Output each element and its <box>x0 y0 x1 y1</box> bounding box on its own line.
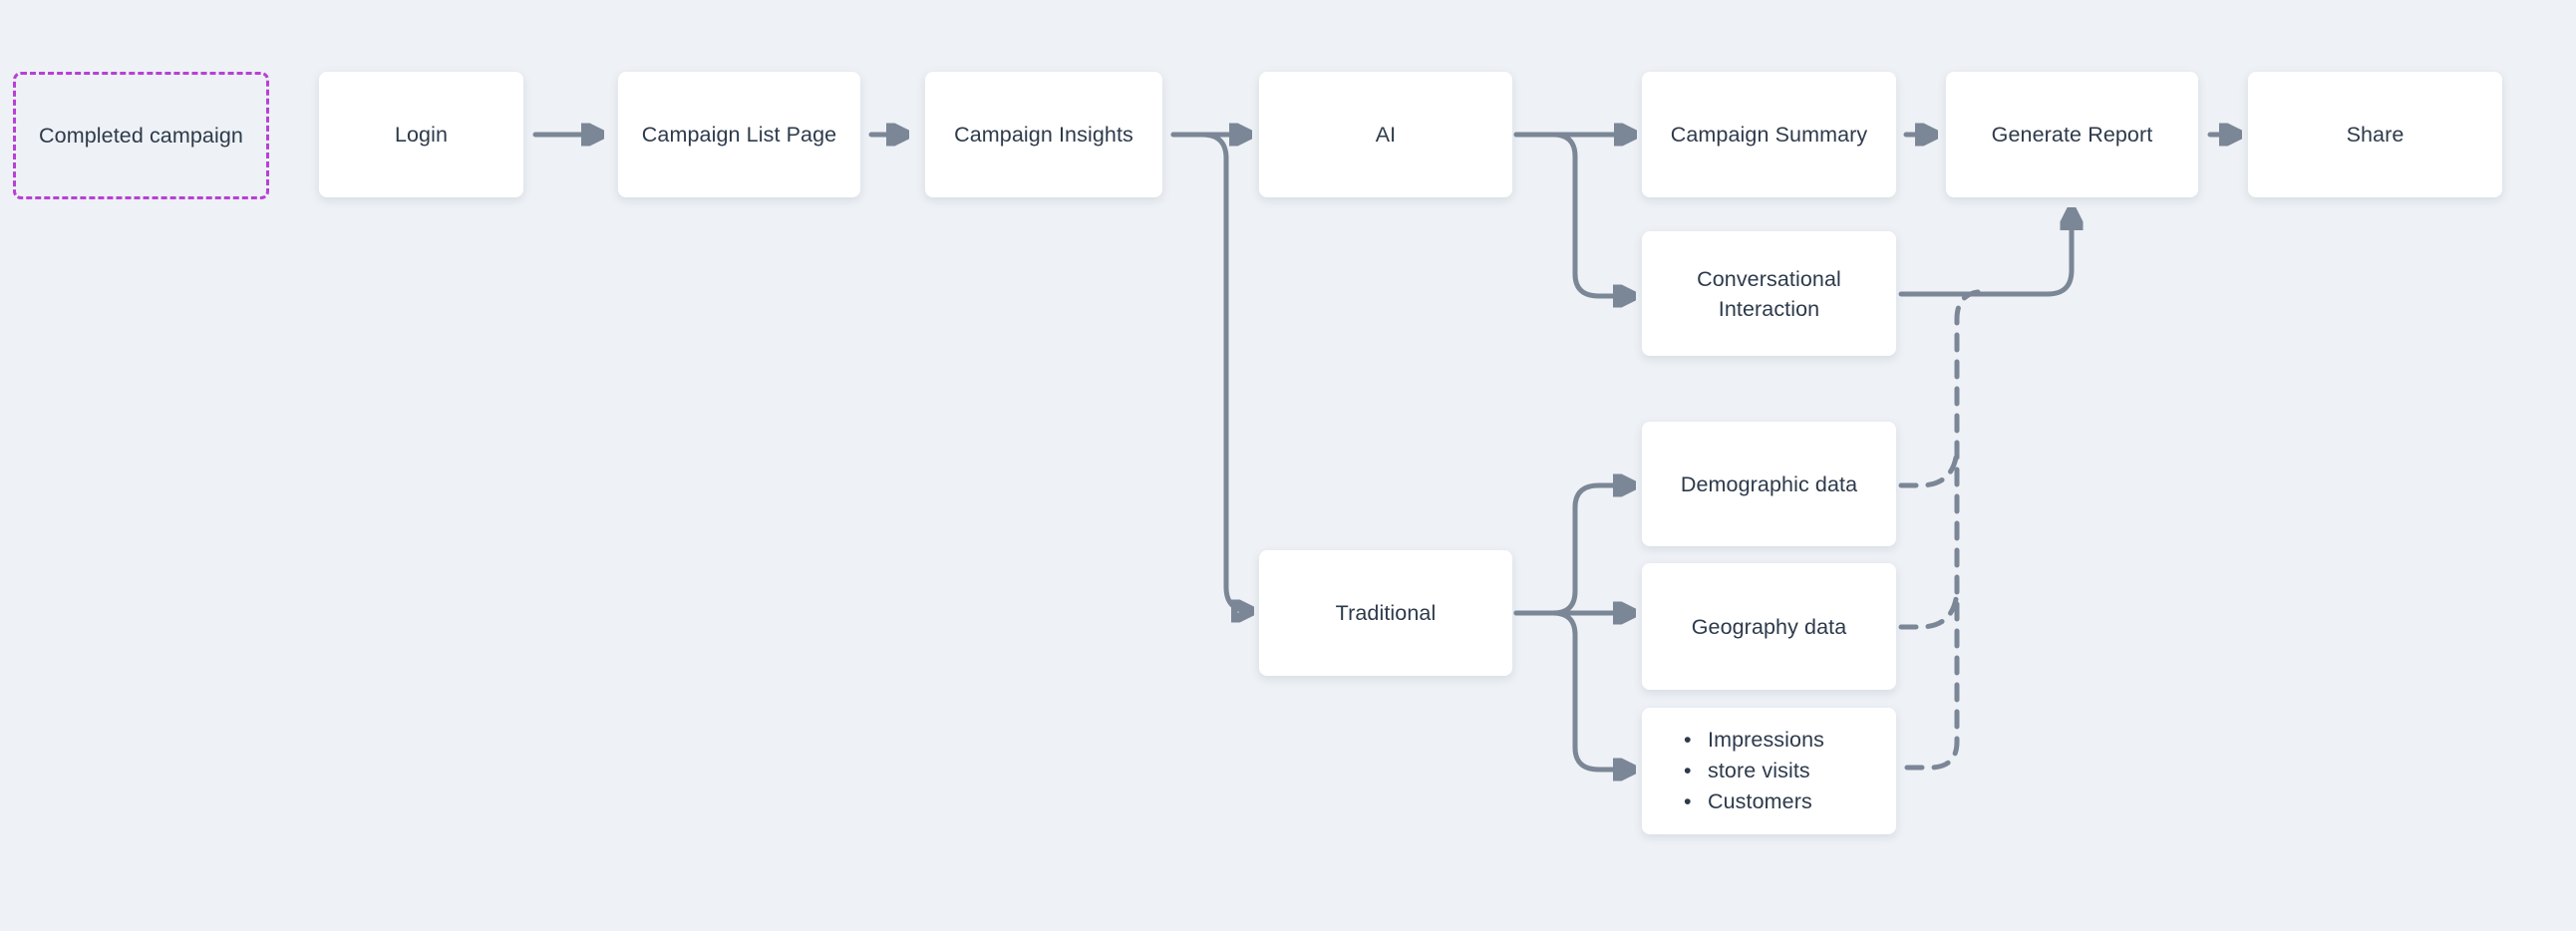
node-label: Geography data <box>1691 614 1847 639</box>
bullet-item: Customers <box>1684 786 1824 817</box>
node-share[interactable]: Share <box>2248 72 2502 197</box>
node-label: Campaign Insights <box>954 123 1133 147</box>
connector-dashed-spine-to-generate-report <box>1898 289 1981 771</box>
node-conversational-interaction[interactable]: Conversational Interaction <box>1642 231 1896 356</box>
node-impressions-list[interactable]: Impressions store visits Customers <box>1642 708 1896 834</box>
connector-conversational-to-generate-report <box>1898 211 2072 297</box>
node-ai[interactable]: AI <box>1259 72 1512 197</box>
bullet-label: store visits <box>1708 759 1810 782</box>
node-completed-campaign[interactable]: Completed campaign <box>13 72 269 199</box>
node-label: Campaign Summary <box>1670 123 1868 147</box>
connector-traditional-to-demographic <box>1513 485 1632 616</box>
node-login[interactable]: Login <box>319 72 523 197</box>
node-label: Traditional <box>1335 601 1437 625</box>
bullet-label: Customers <box>1708 789 1812 813</box>
bullet-item: Impressions <box>1684 725 1824 756</box>
node-traditional[interactable]: Traditional <box>1259 550 1512 676</box>
bullet-list: Impressions store visits Customers <box>1660 725 1824 817</box>
node-demographic-data[interactable]: Demographic data <box>1642 422 1896 546</box>
connector-dashed-geography-stub <box>1898 589 1960 630</box>
node-label: Demographic data <box>1680 471 1858 496</box>
node-label: AI <box>1375 123 1397 147</box>
node-label: Conversational Interaction <box>1697 266 1841 321</box>
node-campaign-list-page[interactable]: Campaign List Page <box>618 72 860 197</box>
node-label: Generate Report <box>1991 123 2153 147</box>
node-campaign-summary[interactable]: Campaign Summary <box>1642 72 1896 197</box>
connector-insights-to-traditional <box>1170 132 1250 611</box>
bullet-item: store visits <box>1684 756 1824 786</box>
node-label: Campaign List Page <box>641 123 837 147</box>
connector-ai-to-conversational <box>1513 132 1632 296</box>
bullet-label: Impressions <box>1708 728 1824 752</box>
node-geography-data[interactable]: Geography data <box>1642 563 1896 690</box>
connector-dashed-demographic-stub <box>1898 448 1960 488</box>
connector-traditional-to-impressions <box>1513 610 1632 770</box>
node-campaign-insights[interactable]: Campaign Insights <box>925 72 1162 197</box>
node-generate-report[interactable]: Generate Report <box>1946 72 2198 197</box>
node-label: Share <box>2346 123 2405 147</box>
node-label: Completed campaign <box>39 124 243 148</box>
node-label: Login <box>394 123 449 147</box>
